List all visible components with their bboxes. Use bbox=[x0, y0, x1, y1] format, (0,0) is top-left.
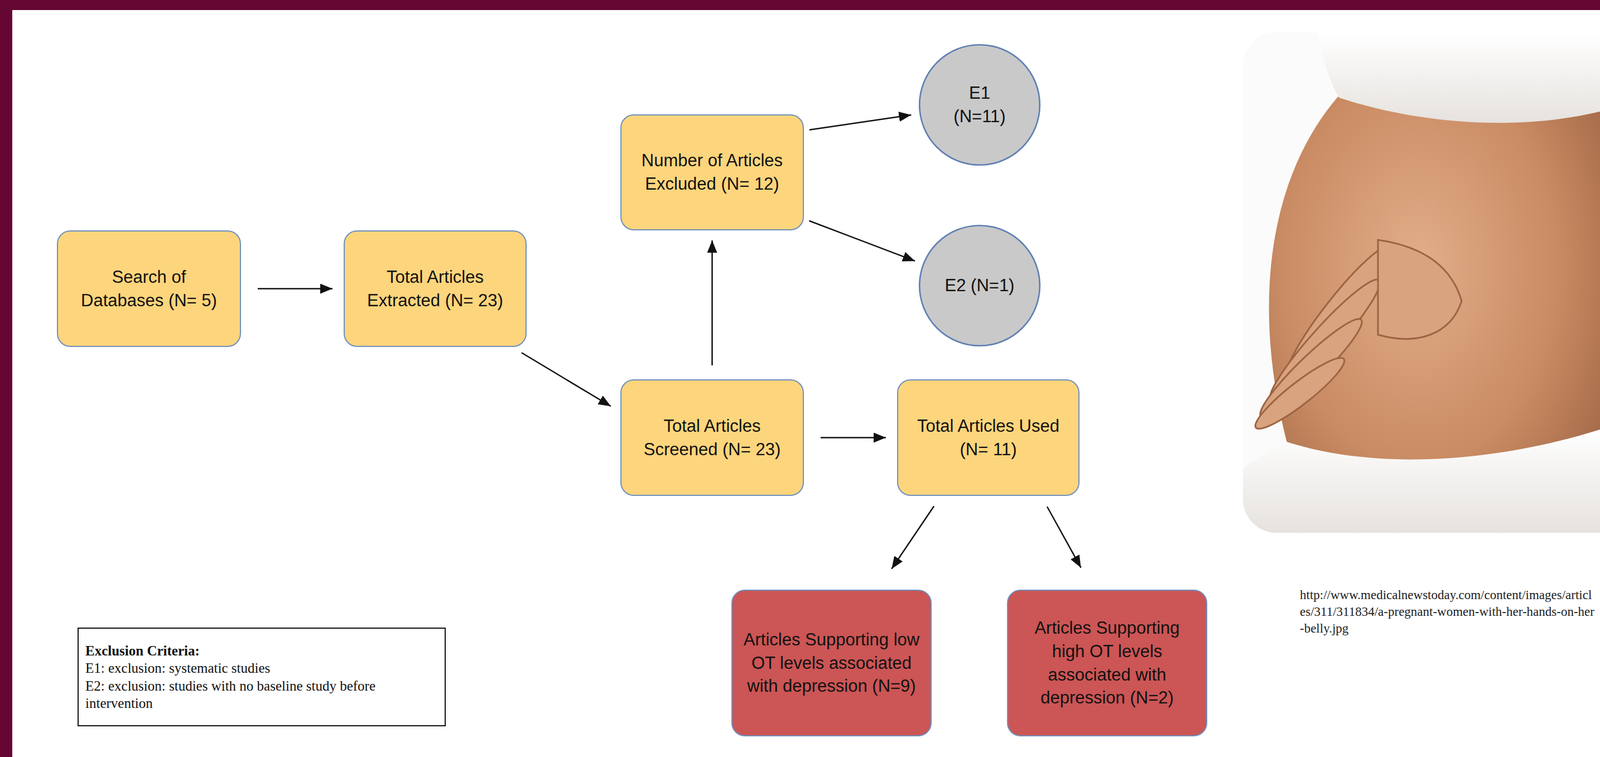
flow-arrow bbox=[808, 220, 915, 262]
circle-label: E2 (N=1) bbox=[945, 273, 1015, 298]
process-box: Total Articles Screened (N= 23) bbox=[620, 379, 804, 496]
box-label: Articles Supporting low OT levels associ… bbox=[742, 628, 921, 699]
result-box: Articles Supporting high OT levels assoc… bbox=[1006, 589, 1208, 737]
box-label: Number of Articles Excluded (N= 12) bbox=[632, 148, 792, 196]
box-label: Total Articles Extracted (N= 23) bbox=[355, 265, 515, 313]
process-box: Total Articles Used (N= 11) bbox=[897, 379, 1080, 496]
box-label: Total Articles Screened (N= 23) bbox=[632, 414, 792, 462]
flow-arrow bbox=[521, 352, 611, 407]
exclusion-circle: E1 (N=11) bbox=[918, 43, 1042, 167]
box-label: Search of Databases (N= 5) bbox=[69, 265, 229, 313]
criteria-line: E1: exclusion: systematic studies bbox=[85, 659, 271, 677]
flow-arrow bbox=[809, 114, 912, 130]
criteria-box: Exclusion Criteria:E1: exclusion: system… bbox=[77, 627, 446, 727]
image-source-url: http://www.medicalnewstoday.com/content/… bbox=[1299, 586, 1595, 638]
criteria-line: E2: exclusion: studies with no baseline … bbox=[85, 677, 438, 713]
flow-arrow bbox=[1047, 506, 1082, 568]
criteria-line: Exclusion Criteria: bbox=[85, 642, 200, 660]
result-box: Articles Supporting low OT levels associ… bbox=[731, 589, 932, 737]
flow-arrow bbox=[820, 436, 886, 439]
process-box: Total Articles Extracted (N= 23) bbox=[343, 230, 527, 348]
flow-arrow bbox=[257, 287, 333, 290]
circle-outline bbox=[918, 43, 1042, 167]
flow-arrow bbox=[711, 240, 713, 366]
process-box: Search of Databases (N= 5) bbox=[56, 230, 242, 348]
flow-arrow bbox=[891, 505, 934, 569]
process-box: Number of Articles Excluded (N= 12) bbox=[620, 114, 804, 231]
box-label: Total Articles Used (N= 11) bbox=[909, 414, 1068, 462]
exclusion-circle: E2 (N=1) bbox=[918, 224, 1042, 348]
circle-label: E1 (N=11) bbox=[945, 81, 1015, 129]
box-label: Articles Supporting high OT levels assoc… bbox=[1018, 616, 1197, 710]
